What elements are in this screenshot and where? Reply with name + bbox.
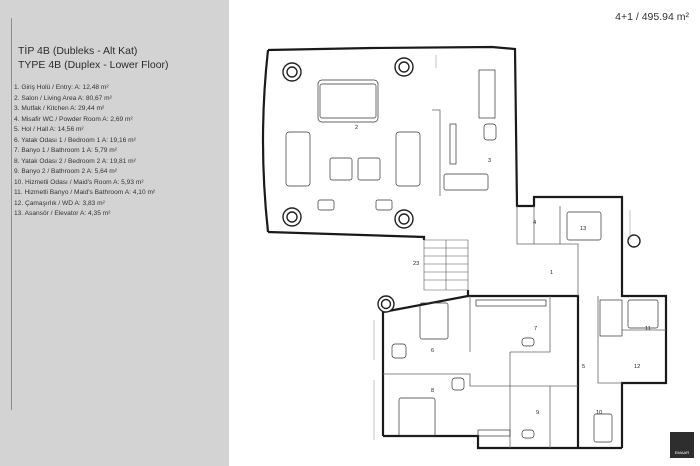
legend-item: 13. Asansör / Elevator A: 4,35 m² [14,210,111,217]
room-label: 4 [533,220,536,226]
room-labels: 1 2 3 4 5 6 7 8 9 10 11 12 13 23 [355,125,651,416]
room-label: 2 [355,125,358,131]
legend-item: 5. Hol / Hall A: 14,56 m² [14,126,84,133]
legend-item: 8. Yatak Odası 2 / Bedroom 2 A: 19,81 m² [14,157,136,165]
room-label: 23 [413,261,419,267]
room-label: 3 [488,158,491,164]
room-legend: 1. Giriş Holü / Entry: A: 12,48 m² 2. Sa… [14,83,155,220]
legend-item: 6. Yatak Odası 1 / Bedroom 1 A: 19,16 m² [14,136,136,144]
legend-item: 2. Salon / Living Area A: 80,67 m² [14,94,112,102]
room-label: 11 [645,326,651,332]
room-label: 6 [431,348,434,354]
legend-item: 11. Hizmetli Banyo / Maid's Bathroom A: … [14,189,156,196]
room-label: 10 [596,410,602,416]
emaar-logo: EMAAR [670,432,694,458]
legend-item: 12. Çamaşırlık / WD A: 3,83 m² [14,199,105,207]
room-label: 13 [580,226,586,232]
furniture [285,69,659,443]
legend-item: 1. Giriş Holü / Entry: A: 12,48 m² [14,84,109,91]
room-label: 7 [534,326,537,332]
room-label: 1 [550,270,553,276]
unit-type-area: 4+1 / 495.94 m² [615,11,689,23]
divider-line [11,18,12,410]
exterior-walls [261,45,668,450]
legend-item: 7. Banyo 1 / Bathroom 1 A: 5,79 m² [14,147,117,154]
logo-text: EMAAR [674,450,690,455]
legend-item: 4. Misafir WC / Powder Room A: 2,69 m² [14,115,133,123]
room-label: 9 [536,410,539,416]
room-label: 8 [431,388,434,394]
room-label: 5 [582,364,585,370]
room-label: 12 [634,364,640,370]
staircase [423,239,469,291]
legend-item: 9. Banyo 2 / Bathroom 2 A: 5,64 m² [14,168,117,175]
interior-walls [383,109,666,448]
plan-title-en: TYPE 4B (Duplex - Lower Floor) [18,59,169,71]
legend-panel: TİP 4B (Dubleks - Alt Kat) TYPE 4B (Dupl… [0,0,229,466]
window-lines [373,55,631,440]
floor-plan: 1 2 3 4 5 6 7 8 9 10 11 12 13 23 [261,45,668,450]
structural-columns [282,57,641,313]
plan-title-tr: TİP 4B (Dubleks - Alt Kat) [18,45,138,57]
legend-item: 3. Mutfak / Kitchen A: 29,44 m² [14,105,105,112]
legend-item: 10. Hizmetli Odası / Maid's Room A: 5,93… [14,178,144,186]
